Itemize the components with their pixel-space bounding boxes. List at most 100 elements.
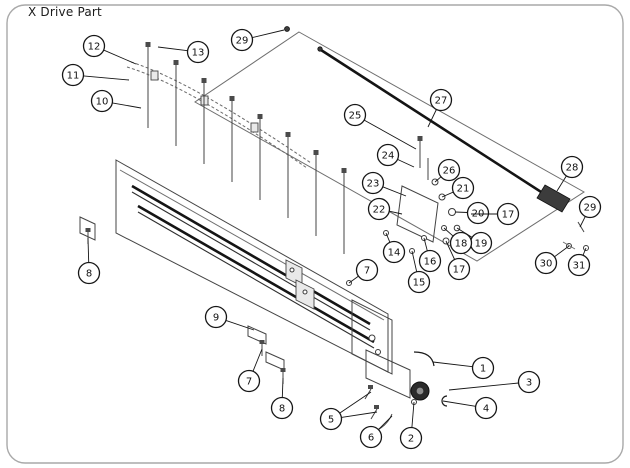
cover-panel-outline bbox=[194, 26, 585, 262]
callout-15: 15 bbox=[407, 250, 431, 294]
callout-balloon bbox=[361, 171, 385, 195]
callout-26: 26 bbox=[434, 158, 461, 183]
leader-line bbox=[112, 102, 142, 109]
callout-6: 6 bbox=[359, 415, 393, 449]
leader-line bbox=[448, 382, 519, 391]
callout-number: 26 bbox=[443, 166, 456, 177]
callout-17: 17 bbox=[445, 240, 471, 281]
callout-18: 18 bbox=[443, 227, 473, 255]
callout-balloon bbox=[399, 426, 423, 450]
leader-line bbox=[442, 400, 476, 407]
leader-line bbox=[445, 240, 456, 260]
callout-balloon bbox=[567, 253, 591, 277]
chassis-beam bbox=[115, 159, 393, 375]
callout-number: 7 bbox=[246, 377, 252, 388]
callout-balloon bbox=[382, 240, 406, 264]
callout-balloon bbox=[376, 143, 400, 167]
callout-12: 12 bbox=[82, 34, 137, 65]
leader-line bbox=[341, 411, 378, 418]
callout-1: 1 bbox=[432, 356, 495, 380]
callout-17: 17 bbox=[471, 202, 520, 226]
callout-balloon bbox=[429, 88, 453, 112]
motor-assembly bbox=[364, 349, 448, 434]
callout-number: 1 bbox=[480, 364, 486, 375]
callout-number: 2 bbox=[408, 434, 414, 445]
callout-number: 9 bbox=[213, 313, 219, 324]
leader-line bbox=[348, 275, 359, 284]
leader-line bbox=[554, 245, 570, 258]
callout-number: 4 bbox=[483, 404, 489, 415]
callout-number: 8 bbox=[279, 404, 285, 415]
leader-line bbox=[582, 247, 587, 256]
callout-balloon bbox=[496, 202, 520, 226]
callout-balloon bbox=[61, 63, 85, 87]
leader-line bbox=[225, 319, 255, 331]
callout-number: 7 bbox=[364, 266, 370, 277]
callout-14: 14 bbox=[382, 232, 406, 264]
left-support-bracket bbox=[79, 216, 96, 244]
callout-28: 28 bbox=[556, 155, 584, 192]
leader-line bbox=[252, 29, 285, 39]
callout-balloon bbox=[517, 370, 541, 394]
callout-number: 30 bbox=[540, 259, 553, 270]
callout-number: 8 bbox=[86, 269, 92, 280]
c-clip bbox=[441, 395, 448, 407]
callout-4: 4 bbox=[442, 396, 498, 420]
chassis-end-plate bbox=[351, 299, 393, 375]
leader-line bbox=[385, 232, 391, 243]
callout-29: 29 bbox=[230, 28, 285, 52]
callout-23: 23 bbox=[361, 171, 407, 197]
leader-line bbox=[411, 401, 415, 428]
leader-line bbox=[579, 216, 586, 228]
callout-balloon bbox=[77, 261, 101, 285]
callout-2: 2 bbox=[399, 401, 423, 450]
callout-11: 11 bbox=[61, 63, 130, 87]
leader-line bbox=[397, 158, 415, 168]
figure-border bbox=[6, 4, 624, 464]
leader-line bbox=[556, 175, 567, 192]
leader-line bbox=[103, 49, 137, 65]
mounting-screws bbox=[145, 42, 347, 254]
leader-line bbox=[427, 109, 437, 128]
callout-number: 22 bbox=[373, 205, 386, 216]
leader-line bbox=[252, 348, 263, 372]
leader-line bbox=[363, 119, 417, 150]
callout-number: 31 bbox=[573, 261, 586, 272]
callout-number: 24 bbox=[382, 151, 395, 162]
callout-27: 27 bbox=[427, 88, 453, 128]
callout-21: 21 bbox=[441, 176, 475, 200]
leader-line bbox=[281, 377, 284, 398]
figure-title: X Drive Part bbox=[28, 5, 102, 19]
callout-balloon bbox=[230, 28, 254, 52]
callout-balloon bbox=[204, 305, 228, 329]
callout-balloon bbox=[407, 270, 431, 294]
callout-balloon bbox=[359, 425, 383, 449]
leader-line bbox=[157, 46, 188, 52]
callout-number: 19 bbox=[475, 239, 488, 250]
callout-number: 14 bbox=[388, 248, 401, 259]
leader-line bbox=[423, 237, 428, 251]
callout-balloon bbox=[82, 34, 106, 58]
leader-line bbox=[378, 415, 393, 430]
leader-line bbox=[87, 237, 90, 263]
callout-number: 16 bbox=[424, 257, 437, 268]
callout-balloon bbox=[471, 356, 495, 380]
callout-balloon bbox=[437, 158, 461, 182]
callout-number: 21 bbox=[457, 184, 470, 195]
cable-clamp bbox=[150, 70, 159, 81]
rail-end-holder bbox=[536, 184, 589, 251]
callout-16: 16 bbox=[418, 237, 442, 273]
callout-13: 13 bbox=[157, 40, 210, 64]
callout-22: 22 bbox=[367, 197, 403, 221]
callout-number: 18 bbox=[455, 239, 468, 250]
leader-line bbox=[434, 176, 442, 183]
callout-balloon bbox=[534, 251, 558, 275]
callout-number: 28 bbox=[566, 163, 579, 174]
leader-line bbox=[389, 210, 403, 215]
callout-10: 10 bbox=[90, 89, 142, 113]
callout-8: 8 bbox=[77, 237, 101, 285]
callout-9: 9 bbox=[204, 305, 255, 331]
callout-number: 15 bbox=[413, 278, 426, 289]
